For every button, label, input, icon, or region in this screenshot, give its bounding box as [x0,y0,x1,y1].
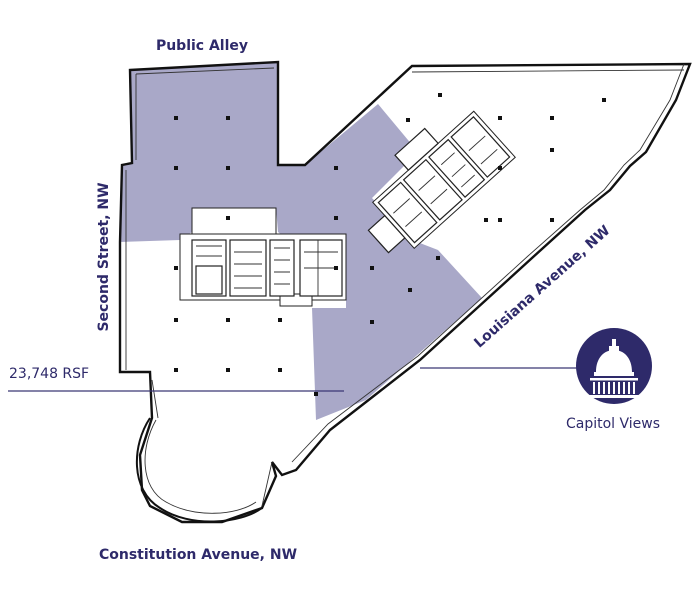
structural-columns [174,93,606,396]
area-label: 23,748 RSF [9,366,89,382]
south-street-label: Constitution Avenue, NW [99,547,297,563]
column-marker [408,288,412,292]
northeast-core [367,110,516,254]
column-marker [314,392,318,396]
building-outline [118,60,692,524]
column-marker [174,166,178,170]
column-marker [602,98,606,102]
highlighted-suite-area [120,62,482,420]
column-marker [174,318,178,322]
column-marker [498,116,502,120]
top-facade-inner [411,69,685,73]
column-marker [278,318,282,322]
column-marker [226,368,230,372]
west-facade-inner [125,67,275,370]
column-marker [498,218,502,222]
column-marker [550,116,554,120]
central-core [179,207,347,307]
column-marker [334,216,338,220]
diagonal-street-label: Louisiana Avenue, NW [471,223,613,352]
column-marker [334,166,338,170]
column-marker [226,166,230,170]
north-street-label: Public Alley [156,38,248,54]
column-marker [226,318,230,322]
rotunda-inner [144,419,257,514]
column-marker [550,148,554,152]
column-marker [498,166,502,170]
column-marker [550,218,554,222]
column-marker [484,218,488,222]
column-marker [334,266,338,270]
column-marker [174,116,178,120]
column-marker [226,216,230,220]
rotunda-leg [151,379,273,507]
capitol-views-label: Capitol Views [566,416,660,432]
west-street-label: Second Street, NW [96,182,112,331]
diagonal-facade-inner [291,63,685,463]
column-marker [438,93,442,97]
column-marker [406,118,410,122]
column-marker [174,266,178,270]
column-marker [370,266,374,270]
column-marker [226,116,230,120]
column-marker [370,320,374,324]
column-marker [436,256,440,260]
column-marker [278,368,282,372]
column-marker [174,368,178,372]
capitol-dome-icon [576,328,652,404]
rotunda-outer [135,417,263,523]
